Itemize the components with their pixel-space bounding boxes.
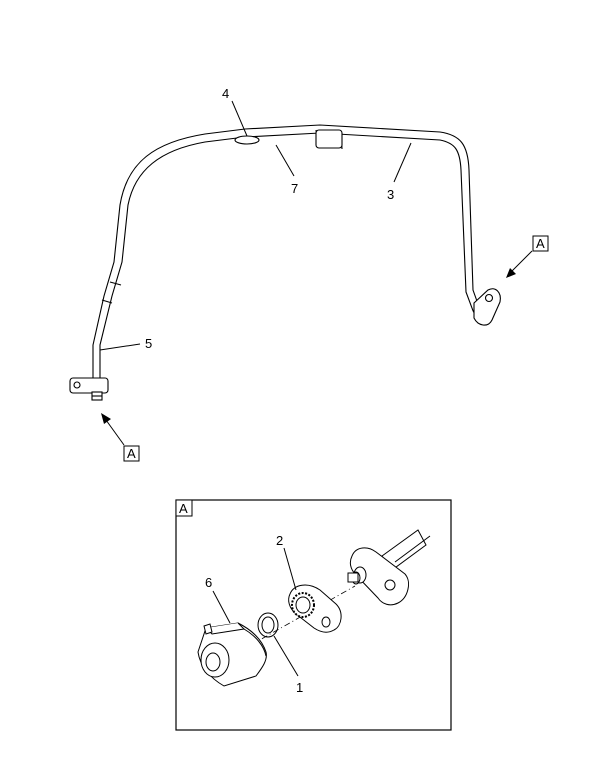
leader-6 — [212, 590, 231, 624]
callout-3: 3 — [387, 187, 394, 202]
detail-box: A — [175, 499, 452, 731]
detail-leader-lines — [212, 547, 299, 677]
detail-tube-flange — [347, 529, 431, 606]
callout-7: 7 — [291, 181, 298, 196]
connector-6 — [197, 622, 267, 687]
clip-4 — [234, 135, 260, 145]
sleeve-band — [315, 129, 343, 149]
view-ref-top-right-label: A — [536, 236, 545, 251]
callout-4: 4 — [222, 86, 229, 101]
leader-1 — [273, 635, 299, 677]
callout-2: 2 — [276, 533, 283, 548]
arrow-head-bottom-left — [101, 413, 111, 424]
sleeve-lower — [101, 281, 122, 304]
view-ref-bottom-left: A — [101, 413, 140, 462]
left-flange — [69, 377, 109, 401]
leader-4 — [231, 100, 248, 137]
tube-outer-edge — [99, 132, 491, 378]
o-ring-1 — [257, 612, 279, 638]
view-ref-top-right: A — [506, 235, 549, 278]
gasket-2 — [288, 584, 342, 633]
detail-box-label: A — [179, 501, 188, 516]
callout-6: 6 — [205, 575, 212, 590]
view-ref-bottom-left-label: A — [127, 446, 136, 461]
right-flange — [473, 288, 501, 326]
callout-1: 1 — [296, 680, 303, 695]
leader-2 — [283, 547, 297, 591]
leader-3 — [393, 142, 412, 183]
callout-5: 5 — [145, 336, 152, 351]
leader-lines — [99, 100, 412, 351]
tube-assembly — [69, 124, 501, 401]
leader-5 — [99, 343, 141, 351]
centerline — [227, 585, 356, 659]
arrow-head-top-right — [506, 268, 516, 278]
leader-7 — [275, 144, 295, 177]
